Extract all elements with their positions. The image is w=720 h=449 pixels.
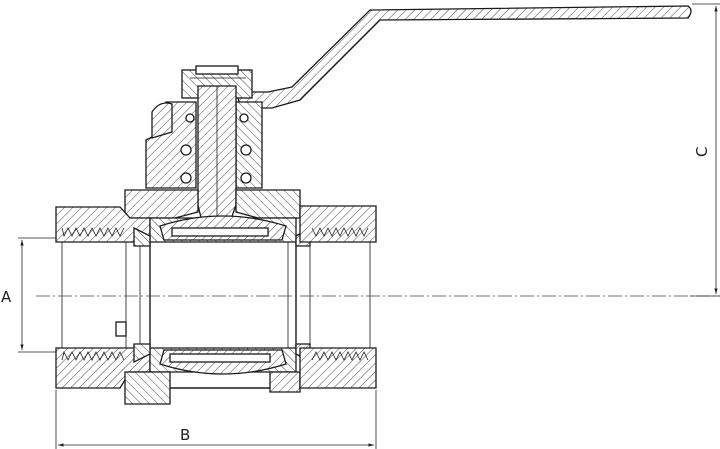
dimension-c: C <box>690 3 720 297</box>
left-thread <box>61 227 127 361</box>
right-thread <box>309 227 371 361</box>
left-end-connection <box>55 206 151 389</box>
dimension-b: B <box>55 390 377 449</box>
body-neck <box>124 189 301 219</box>
dimension-a-label: A <box>1 288 12 306</box>
right-end-connection <box>299 205 377 389</box>
valve-stem <box>197 85 237 223</box>
ball-seats <box>133 226 311 364</box>
dimension-a: A <box>1 237 56 353</box>
lever-handle <box>236 5 692 109</box>
ball <box>159 215 287 375</box>
dimension-b-label: B <box>180 426 190 444</box>
valve-body <box>139 217 297 373</box>
stem-o-rings <box>180 113 252 184</box>
gland-housing <box>145 101 263 189</box>
dimension-c-label: C <box>693 147 711 157</box>
body-bottom <box>124 371 301 405</box>
